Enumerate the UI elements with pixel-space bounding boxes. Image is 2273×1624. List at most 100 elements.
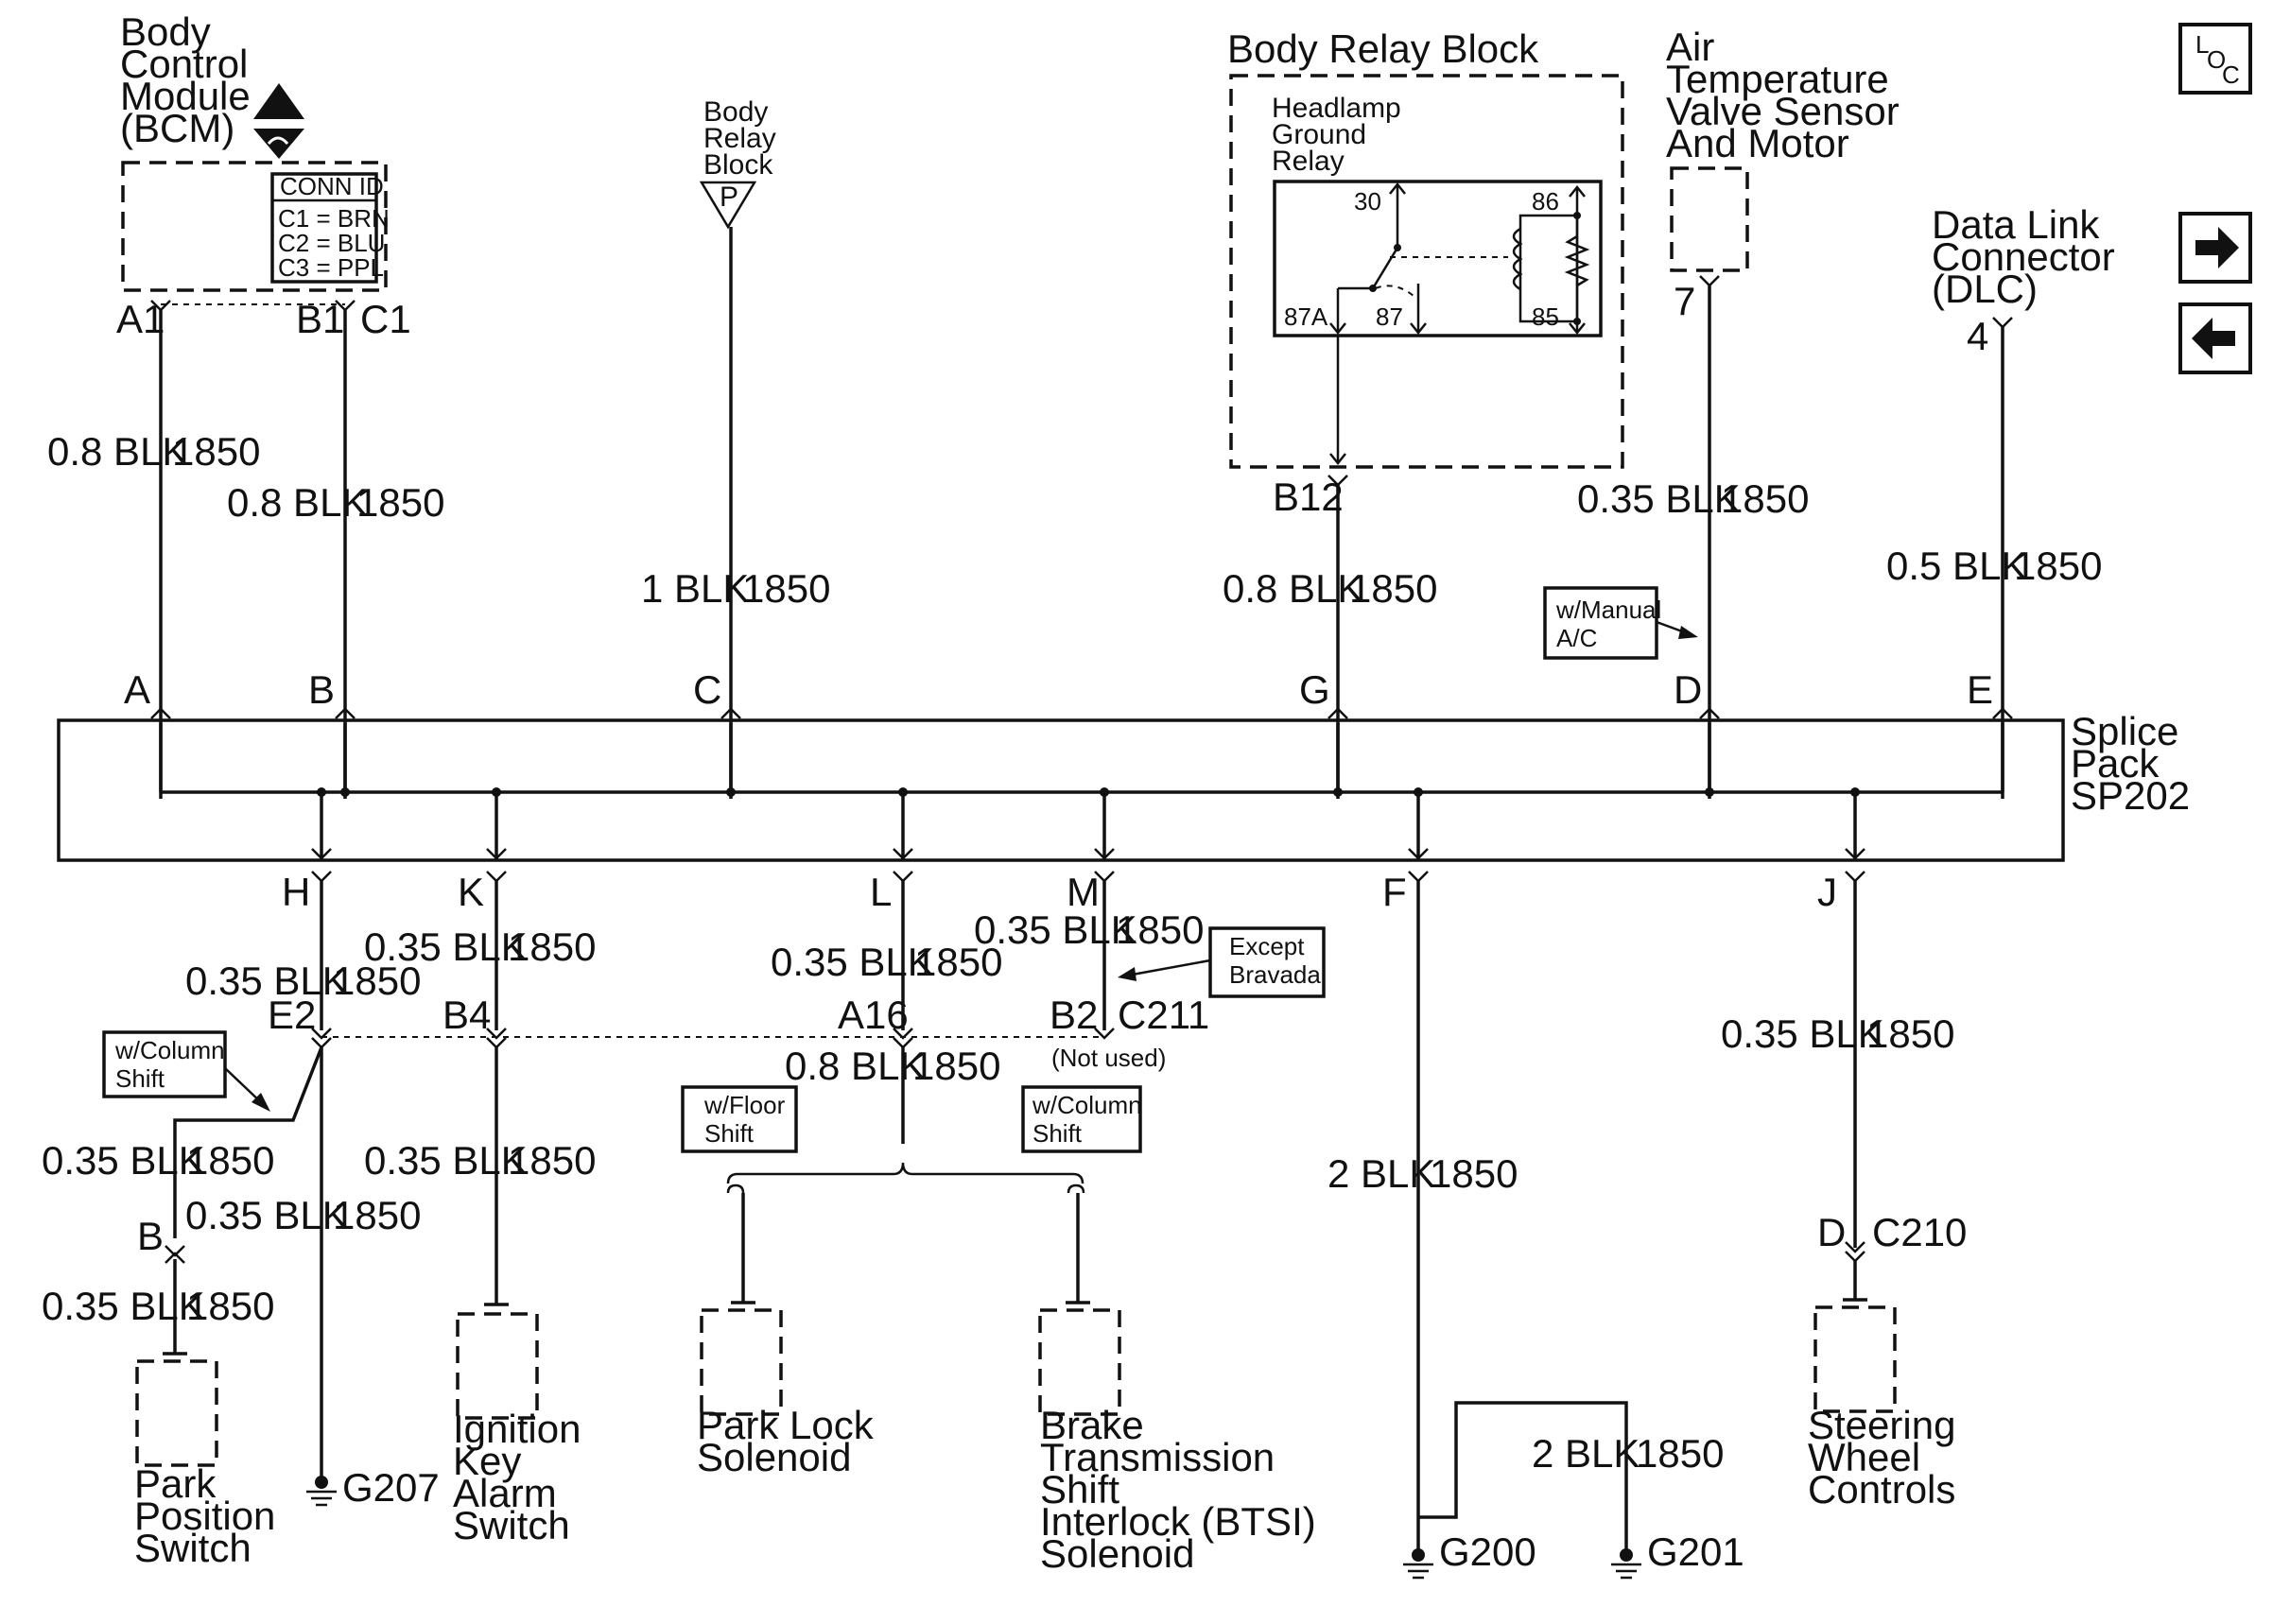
conn-id-box	[270, 172, 378, 284]
option-column-shift-box	[102, 1030, 227, 1098]
air-temp-label-1: Air	[1666, 25, 1714, 69]
park-position-label-3: Switch	[134, 1526, 252, 1570]
headlamp-ground-relay	[1273, 180, 1603, 337]
relay-block-small-2: Relay	[703, 123, 776, 154]
option-floor-shift-1: w/Floor	[703, 1091, 786, 1119]
wire-h-circuit: 1850	[333, 959, 421, 1003]
conn-id-c2: C2 = BLU	[278, 229, 385, 257]
pin-p: P	[720, 181, 738, 213]
splice-pin-e: E	[1967, 667, 1993, 712]
ground-g207-icon	[306, 1490, 337, 1507]
splice-label-2: Pack	[2071, 741, 2160, 786]
splice-label-3: SP202	[2071, 773, 2190, 818]
wire-pp1-circuit: 1850	[186, 1138, 274, 1183]
option-except-bravada-box	[1208, 926, 1326, 998]
loc-l: L	[2195, 30, 2209, 59]
bcm-label-1: Body	[120, 9, 211, 54]
wire-park-switch-branch	[173, 1046, 323, 1238]
location-button[interactable]: L O C	[2178, 23, 2252, 95]
relay-label-1: Headlamp	[1272, 93, 1401, 124]
btsi-label-3: Shift	[1040, 1467, 1119, 1512]
ground-g201-icon	[1611, 1563, 1641, 1580]
park-position-switch-box	[135, 1359, 218, 1467]
loc-o: O	[2207, 45, 2226, 74]
wire-g-circuit: 1850	[1349, 566, 1437, 611]
wire-f-circuit: 1850	[1430, 1151, 1518, 1196]
wire-k-circuit: 1850	[508, 924, 596, 969]
body-relay-block-title: Body Relay Block	[1227, 26, 1539, 71]
wire-a16-gauge: 0.8 BLK	[785, 1044, 926, 1088]
air-temp-label-4: And Motor	[1666, 121, 1849, 165]
pin-b4: B4	[442, 993, 491, 1037]
splice-pin-l: L	[870, 870, 892, 914]
ignition-key-label-3: Alarm	[453, 1471, 557, 1515]
option-except-arrow	[1126, 959, 1211, 977]
relay-label-2: Ground	[1272, 119, 1366, 150]
splice-pin-k: K	[458, 870, 484, 914]
splice-pin-a: A	[124, 667, 150, 712]
pin-a16: A16	[838, 993, 909, 1037]
ignition-key-label-2: Key	[453, 1439, 521, 1483]
relay-pin-30: 30	[1354, 187, 1381, 216]
wire-a16-circuit: 1850	[912, 1044, 1000, 1088]
next-page-button[interactable]	[2178, 212, 2252, 284]
dlc-label-2: Connector	[1932, 234, 2115, 279]
air-temp-label-3: Valve Sensor	[1666, 89, 1900, 133]
steering-label-2: Wheel	[1808, 1435, 1920, 1479]
wire-b-gauge: 0.8 BLK	[227, 480, 368, 525]
ignition-key-switch-box	[456, 1312, 539, 1420]
pin-c210: C210	[1872, 1210, 1967, 1254]
bcm-label-2: Control	[120, 42, 248, 86]
park-position-label-2: Position	[134, 1494, 275, 1538]
splice-pin-m: M	[1067, 870, 1100, 914]
option-manual-ac-1: w/Manual	[1555, 596, 1661, 624]
wire-ik-circuit: 1850	[508, 1138, 596, 1183]
dlc-label-1: Data Link	[1932, 202, 2100, 247]
park-lock-label-2: Solenoid	[697, 1435, 851, 1479]
option-column-shift-1: w/Column	[114, 1036, 225, 1064]
option-except-1: Except	[1229, 932, 1305, 960]
relay-block-small-3: Block	[703, 149, 773, 181]
wire-pp2-circuit: 1850	[186, 1284, 274, 1328]
wire-h-gauge: 0.35 BLK	[185, 959, 349, 1003]
relay-pin-87: 87	[1376, 302, 1403, 331]
wire-m-circuit: 1850	[1116, 907, 1204, 952]
relay-label-3: Relay	[1272, 146, 1345, 177]
bcm-module-box	[121, 161, 388, 292]
wire-j-circuit: 1850	[1866, 1011, 1954, 1056]
relay-block-small-1: Body	[703, 96, 768, 128]
wire-j-gauge: 0.35 BLK	[1721, 1011, 1884, 1056]
wire-pp2-gauge: 0.35 BLK	[42, 1284, 205, 1328]
pin-4: 4	[1967, 314, 1988, 358]
wire-c-gauge: 1 BLK	[641, 566, 749, 611]
btsi-label-2: Transmission	[1040, 1435, 1275, 1479]
wire-d-gauge: 0.35 BLK	[1577, 476, 1741, 521]
wire-g201	[1418, 1401, 1628, 1550]
wire-l-gauge: 0.35 BLK	[771, 940, 934, 984]
wire-ik-gauge: 0.35 BLK	[364, 1138, 528, 1183]
bcm-label-3: Module	[120, 74, 251, 118]
option-floor-shift-2: Shift	[704, 1119, 755, 1148]
splice-pin-c: C	[693, 667, 721, 712]
arrow-right-icon	[2195, 227, 2239, 268]
conn-id-c1: C1 = BRN	[278, 204, 390, 233]
pin-not-used: (Not used)	[1051, 1044, 1166, 1072]
splice-pin-j: J	[1817, 870, 1837, 914]
pin-c211: C211	[1118, 993, 1209, 1037]
btsi-label-4: Interlock (BTSI)	[1040, 1499, 1316, 1544]
wire-a-circuit: 1850	[172, 429, 260, 474]
splice-pin-d: D	[1674, 667, 1702, 712]
option-manual-ac-2: A/C	[1556, 624, 1597, 652]
pin-a1: A1	[116, 297, 165, 341]
wire-b-circuit: 1850	[356, 480, 444, 525]
ground-g201-label: G201	[1647, 1529, 1744, 1574]
conn-id-title: CONN ID	[280, 172, 384, 200]
previous-page-button[interactable]	[2178, 302, 2252, 374]
relay-block-p-connector	[699, 181, 757, 230]
btsi-label-1: Brake	[1040, 1403, 1144, 1447]
wire-g207-gauge: 0.35 BLK	[185, 1193, 349, 1237]
relay-coil	[1512, 227, 1523, 291]
conn-id-c3: C3 = PPL	[278, 253, 384, 282]
wire-g-gauge: 0.8 BLK	[1223, 566, 1363, 611]
splice-pin-g: G	[1299, 667, 1330, 712]
